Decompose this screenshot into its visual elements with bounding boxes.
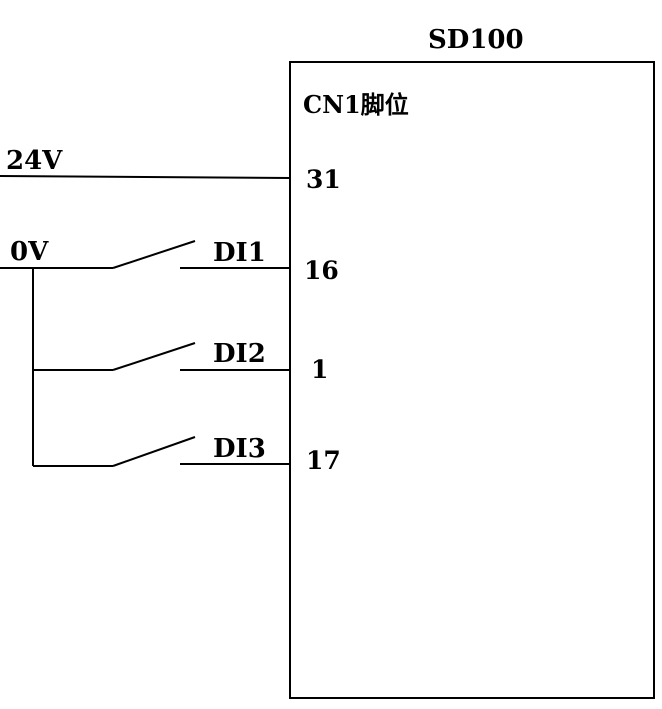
di2-label: DI2 xyxy=(213,339,266,369)
pin-16-label: 16 xyxy=(304,256,339,285)
pin-1-label: 1 xyxy=(311,355,328,384)
di3-label: DI3 xyxy=(213,434,266,464)
supply-24v-label: 24V xyxy=(6,146,63,176)
switch-di1 xyxy=(112,240,196,269)
switch-di2 xyxy=(112,342,196,371)
device-box xyxy=(289,61,655,699)
connector-label: CN1脚位 xyxy=(303,90,409,119)
switch-di3 xyxy=(112,436,196,467)
device-model-label: SD100 xyxy=(428,25,524,55)
supply-0v-label: 0V xyxy=(10,237,49,267)
pin-31-label: 31 xyxy=(306,165,341,194)
pin-17-label: 17 xyxy=(306,446,341,475)
di1-label: DI1 xyxy=(213,238,266,268)
supply-24v-wire xyxy=(0,175,291,179)
